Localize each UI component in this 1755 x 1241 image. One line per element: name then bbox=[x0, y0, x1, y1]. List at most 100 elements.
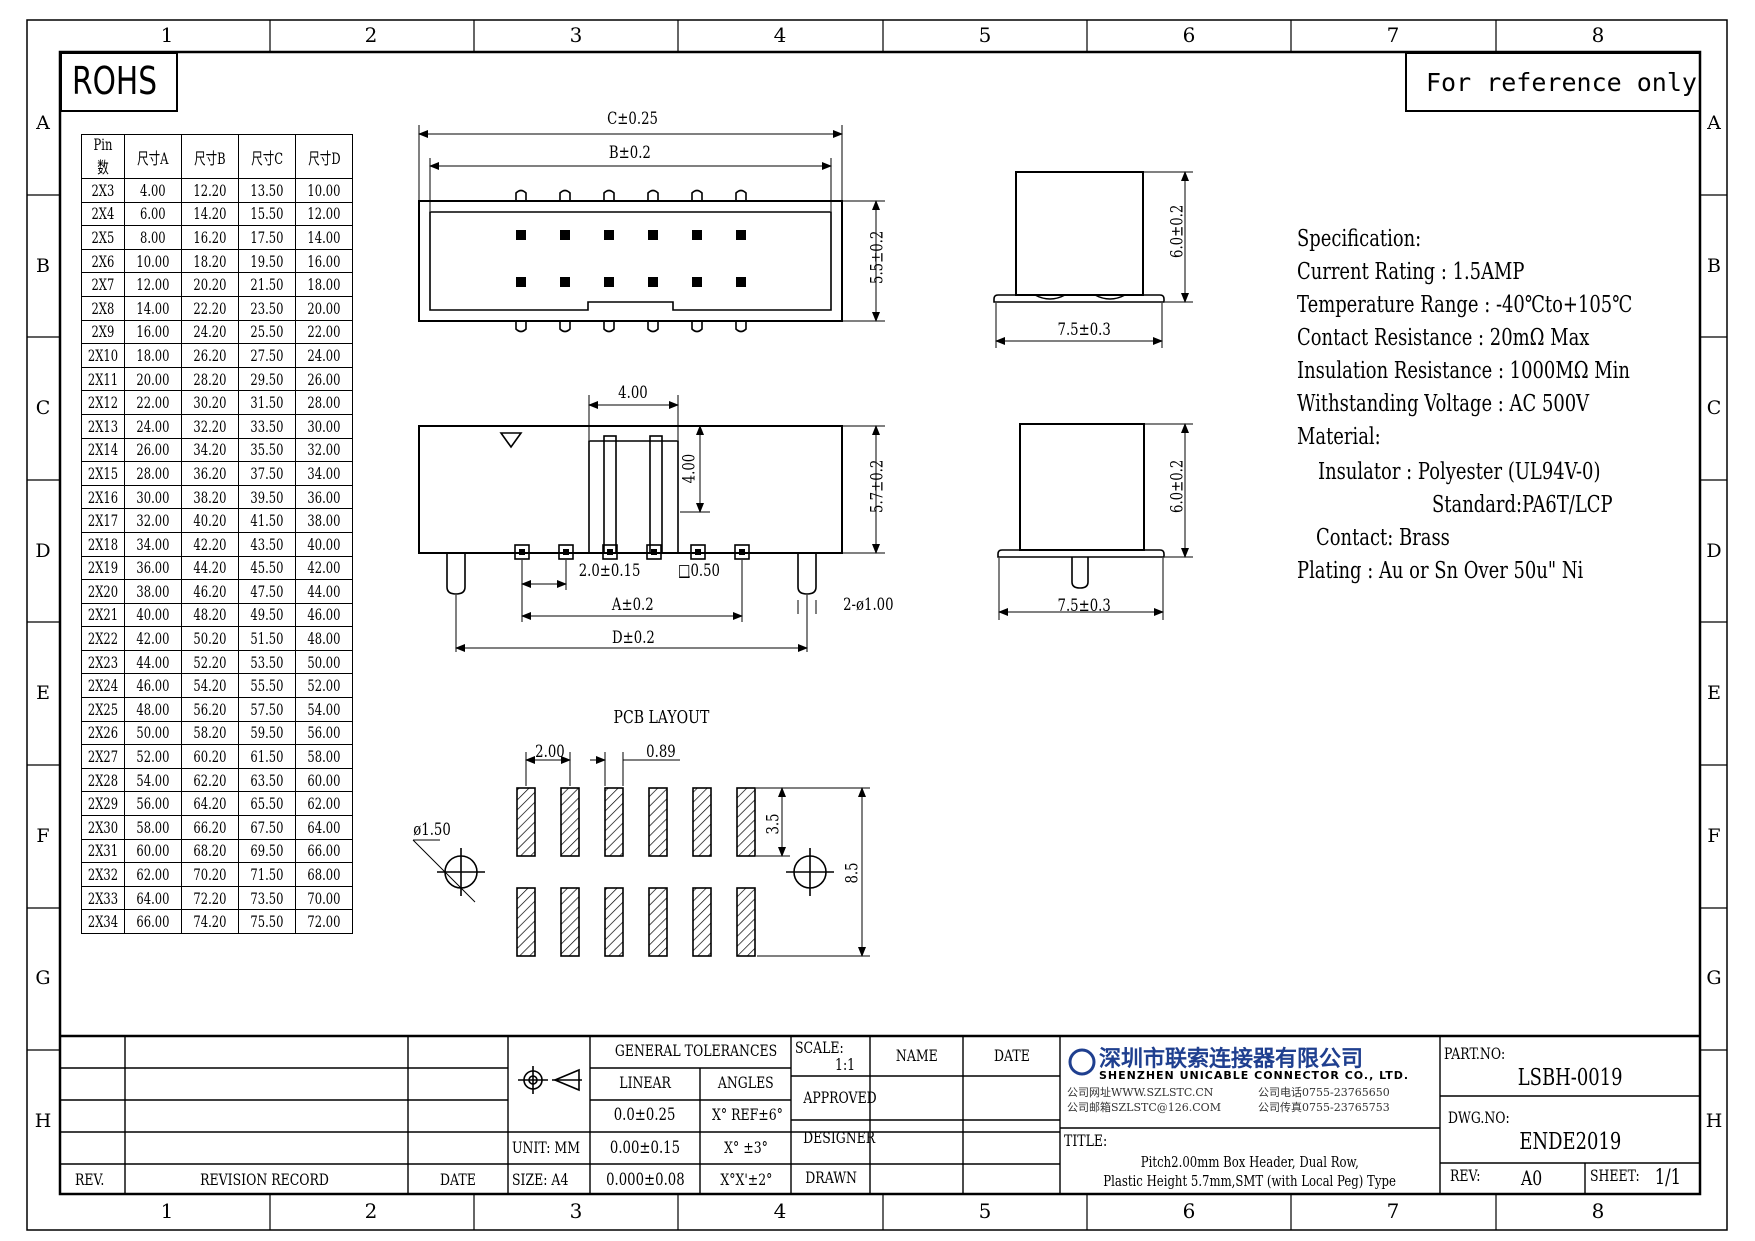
dim-side-w2-label: 7.5±0.3 bbox=[1057, 596, 1111, 616]
dimension-table-cell: 46.00 bbox=[294, 602, 353, 628]
tb-sheet: 1/1 bbox=[1654, 1165, 1682, 1189]
tb-drawn: DRAWN bbox=[805, 1168, 857, 1187]
reference-note: For reference only bbox=[1426, 68, 1697, 97]
tb-rev-no: A0 bbox=[1521, 1166, 1543, 1190]
zone-row-d-right: D bbox=[1706, 540, 1722, 562]
dimension-table-cell: 54.00 bbox=[294, 697, 353, 722]
tb-unit: UNIT: MM bbox=[512, 1138, 580, 1157]
pcb-pitch-label: 2.00 bbox=[535, 742, 565, 762]
dimension-table-cell: 2X17 bbox=[81, 508, 125, 533]
dimension-table-cell: 2X6 bbox=[81, 248, 125, 274]
dimension-table-cell: 47.50 bbox=[237, 579, 296, 604]
zone-col-6: 6 bbox=[1182, 23, 1196, 47]
dimension-table-cell: 44.00 bbox=[123, 649, 182, 675]
dimension-table-cell: 48.00 bbox=[294, 626, 353, 651]
dimension-table-cell: 44.20 bbox=[180, 555, 239, 581]
dimension-table-cell: 21.50 bbox=[237, 272, 296, 297]
dimension-table-cell: 70.00 bbox=[294, 885, 353, 911]
dimension-table-cell: 54.00 bbox=[123, 767, 182, 793]
dimension-table-cell: 2X23 bbox=[81, 649, 125, 675]
dimension-table-cell: 2X11 bbox=[81, 366, 125, 392]
dimension-table-cell: 36.00 bbox=[294, 484, 353, 510]
dimension-table-cell: 68.20 bbox=[180, 838, 239, 864]
zone-row-b-right: B bbox=[1707, 255, 1721, 277]
dimension-table-cell: 32.00 bbox=[294, 437, 353, 463]
dimension-table-cell: 56.00 bbox=[123, 791, 182, 817]
tb-date-header: DATE bbox=[440, 1170, 476, 1189]
dimension-table-cell: 2X7 bbox=[81, 272, 125, 297]
dimension-table-cell: 35.50 bbox=[237, 437, 296, 463]
dimension-table-cell: 16.00 bbox=[294, 248, 353, 274]
dimension-table-cell: 70.20 bbox=[180, 862, 239, 887]
spec-contact: Contact: Brass bbox=[1316, 525, 1450, 551]
zone-row-g-right: G bbox=[1706, 967, 1722, 989]
zone-col-2-bottom: 2 bbox=[364, 1199, 378, 1223]
zone-col-7-bottom: 7 bbox=[1386, 1199, 1400, 1223]
dimension-table-cell: 32.20 bbox=[180, 413, 239, 439]
dimension-table-cell: 73.50 bbox=[237, 885, 296, 911]
dimension-table-cell: 6.00 bbox=[123, 201, 182, 227]
dimension-table-cell: 2X28 bbox=[81, 767, 125, 793]
dim-d-label: D±0.2 bbox=[611, 628, 655, 648]
dimension-table-cell: 10.00 bbox=[123, 248, 182, 274]
spec-insulation-resistance: Insulation Resistance : 1000MΩ Min bbox=[1297, 358, 1630, 384]
tb-scale-label: SCALE: bbox=[795, 1038, 844, 1057]
tb-approved: APPROVED bbox=[803, 1088, 877, 1107]
dimension-table-cell: 17.50 bbox=[237, 225, 296, 250]
company-phone: 公司电话0755-23765650 bbox=[1258, 1086, 1390, 1099]
company-website: 公司网址WWW.SZLSTC.CN bbox=[1067, 1086, 1214, 1099]
dimension-table-cell: 56.20 bbox=[180, 697, 239, 722]
dimension-table-header-cell: 尺寸A bbox=[123, 134, 182, 179]
title-block bbox=[60, 1034, 1700, 1194]
dimension-table-cell: 66.00 bbox=[123, 909, 182, 934]
zone-col-3-bottom: 3 bbox=[569, 1199, 583, 1223]
dim-peg-label: 2-ø1.00 bbox=[843, 595, 894, 615]
dimension-table-cell: 38.20 bbox=[180, 484, 239, 510]
dimension-table-cell: 2X32 bbox=[81, 862, 125, 887]
zone-row-e: E bbox=[36, 682, 50, 704]
tb-rev-header: REV. bbox=[75, 1170, 105, 1189]
dimension-table-cell: 2X22 bbox=[81, 626, 125, 651]
dimension-table-cell: 46.00 bbox=[123, 673, 182, 699]
dimension-table-cell: 62.20 bbox=[180, 767, 239, 793]
tb-rev-no-label: REV: bbox=[1450, 1166, 1481, 1185]
dimension-table-cell: 68.00 bbox=[294, 862, 353, 887]
dim-h400-label: 4.00 bbox=[679, 453, 700, 484]
side-view-lower bbox=[997, 423, 1193, 620]
dimension-table-cell: 42.00 bbox=[123, 626, 182, 651]
zone-row-b: B bbox=[36, 255, 50, 277]
dimension-table-cell: 60.00 bbox=[123, 838, 182, 864]
dimension-table-cell: 32.00 bbox=[123, 508, 182, 533]
dim-a-label: A±0.2 bbox=[612, 595, 654, 615]
dimension-table-cell: 63.50 bbox=[237, 767, 296, 793]
dimension-table-cell: 2X12 bbox=[81, 390, 125, 415]
dimension-table-cell: 4.00 bbox=[123, 178, 182, 203]
dimension-table-cell: 69.50 bbox=[237, 838, 296, 864]
pcb-layout-title: PCB LAYOUT bbox=[613, 707, 710, 728]
dimension-table-cell: 36.20 bbox=[180, 461, 239, 486]
dimension-table-cell: 64.00 bbox=[294, 815, 353, 840]
spec-heading: Specification: bbox=[1297, 226, 1422, 252]
dimension-table-cell: 29.50 bbox=[237, 366, 296, 392]
zone-col-6-bottom: 6 bbox=[1182, 1199, 1196, 1223]
pcb-layout bbox=[412, 752, 870, 957]
dimension-table-cell: 2X29 bbox=[81, 791, 125, 817]
dimension-table-cell: 2X9 bbox=[81, 319, 125, 345]
zone-row-c-right: C bbox=[1706, 397, 1722, 419]
dimension-table-cell: 51.50 bbox=[237, 626, 296, 651]
dimension-table-cell: 72.00 bbox=[294, 909, 353, 934]
dimension-table-cell: 58.20 bbox=[180, 720, 239, 746]
tb-linear-header: LINEAR bbox=[619, 1073, 671, 1092]
dimension-table-cell: 2X10 bbox=[81, 343, 125, 368]
dimension-table-cell: 13.50 bbox=[237, 178, 296, 203]
